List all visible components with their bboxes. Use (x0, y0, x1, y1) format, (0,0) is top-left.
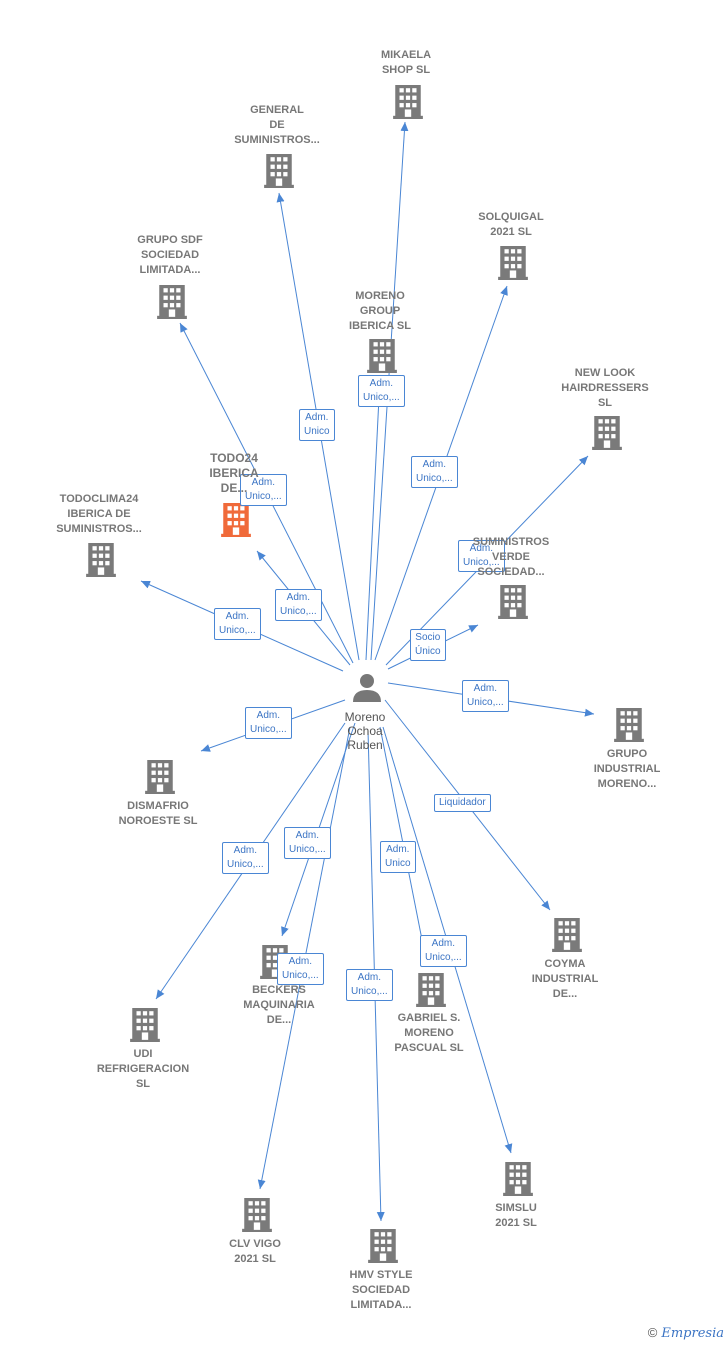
company-label-newlook[interactable]: NEW LOOK HAIRDRESSERS SL (561, 367, 649, 409)
company-label-todo24[interactable]: TODO24 IBERICA DE... (209, 451, 259, 495)
relation-label-morenogroup: Adm. Unico,... (358, 375, 405, 407)
building-icon-gabriel[interactable] (416, 973, 446, 1007)
relation-label-udi: Adm. Unico,... (222, 842, 269, 874)
person-icon (353, 674, 381, 702)
company-label-simslu[interactable]: SIMSLU 2021 SL (495, 1202, 537, 1229)
building-icon-mikaela[interactable] (393, 85, 423, 119)
relation-label-grupoind: Adm. Unico,... (462, 680, 509, 712)
relation-label-gruposdf: Adm. Unico,... (240, 474, 287, 506)
building-icon-morenogroup[interactable] (367, 339, 397, 373)
company-label-general[interactable]: GENERAL DE SUMINISTROS... (234, 104, 320, 146)
company-label-dismafrio[interactable]: DISMAFRIO NOROESTE SL (118, 800, 198, 827)
company-label-udi[interactable]: UDI REFRIGERACION SL (96, 1048, 190, 1090)
building-icon-suministros[interactable] (498, 585, 528, 619)
relation-label-todoclima: Adm. Unico,... (214, 608, 261, 640)
relation-label-beckers: Adm. Unico,... (284, 827, 331, 859)
relation-label-general: Adm. Unico (299, 409, 335, 441)
footer-brand: ©Empresia (648, 1325, 724, 1341)
brand-logo-text: Empresia (661, 1326, 724, 1341)
relation-label-suministros: Socio Único (410, 629, 446, 661)
relation-label-simslu: Adm. Unico,... (420, 935, 467, 967)
building-icon-coyma[interactable] (552, 918, 582, 952)
building-icon-hmv[interactable] (368, 1229, 398, 1263)
relation-label-hmv: Adm. Unico,... (346, 969, 393, 1001)
building-icon-todoclima[interactable] (86, 543, 116, 577)
building-icon-gruposdf[interactable] (157, 285, 187, 319)
building-icon-solquigal[interactable] (498, 246, 528, 280)
company-label-solquigal[interactable]: SOLQUIGAL 2021 SL (478, 211, 544, 238)
company-label-mikaela[interactable]: MIKAELA SHOP SL (380, 49, 432, 76)
building-icon-newlook[interactable] (592, 416, 622, 450)
company-label-gruposdf[interactable]: GRUPO SDF SOCIEDAD LIMITADA... (137, 234, 203, 276)
edge-morenogroup (365, 376, 384, 661)
building-icon-todo24[interactable] (221, 503, 251, 537)
relation-label-todo24: Adm. Unico,... (275, 589, 322, 621)
building-icon-udi[interactable] (130, 1008, 160, 1042)
company-label-suministros[interactable]: SUMINISTROS VERDE SOCIEDAD... (472, 536, 550, 578)
company-label-beckers[interactable]: BECKERS MAQUINARIA DE... (243, 984, 315, 1026)
company-label-clvvigo[interactable]: CLV VIGO 2021 SL (229, 1238, 281, 1265)
company-label-hmv[interactable]: HMV STYLE SOCIEDAD LIMITADA... (349, 1269, 413, 1311)
center-person-label[interactable]: Moreno Ochoa Ruben (344, 710, 386, 752)
building-icon-general[interactable] (264, 154, 294, 188)
relation-label-newlook: Adm. Unico,... (458, 540, 505, 572)
building-icon-dismafrio[interactable] (145, 760, 175, 794)
company-label-morenogroup[interactable]: MORENO GROUP IBERICA SL (349, 290, 411, 332)
copyright-symbol: © (647, 1325, 658, 1340)
company-label-gabriel[interactable]: GABRIEL S. MORENO PASCUAL SL (394, 1012, 464, 1054)
building-icon-simslu[interactable] (503, 1162, 533, 1196)
relation-label-solquigal: Adm. Unico,... (411, 456, 458, 488)
relation-label-coyma: Liquidador (434, 794, 491, 812)
company-label-grupoind[interactable]: GRUPO INDUSTRIAL MORENO... (593, 748, 661, 790)
building-icon-grupoind[interactable] (614, 708, 644, 742)
company-label-coyma[interactable]: COYMA INDUSTRIAL DE... (531, 958, 599, 1000)
relation-label-gabriel: Adm. Unico (380, 841, 416, 873)
building-icon-clvvigo[interactable] (242, 1198, 272, 1232)
company-label-todoclima[interactable]: TODOCLIMA24 IBERICA DE SUMINISTROS... (56, 493, 142, 535)
relation-label-clvvigo: Adm. Unico,... (277, 953, 324, 985)
relation-label-dismafrio: Adm. Unico,... (245, 707, 292, 739)
